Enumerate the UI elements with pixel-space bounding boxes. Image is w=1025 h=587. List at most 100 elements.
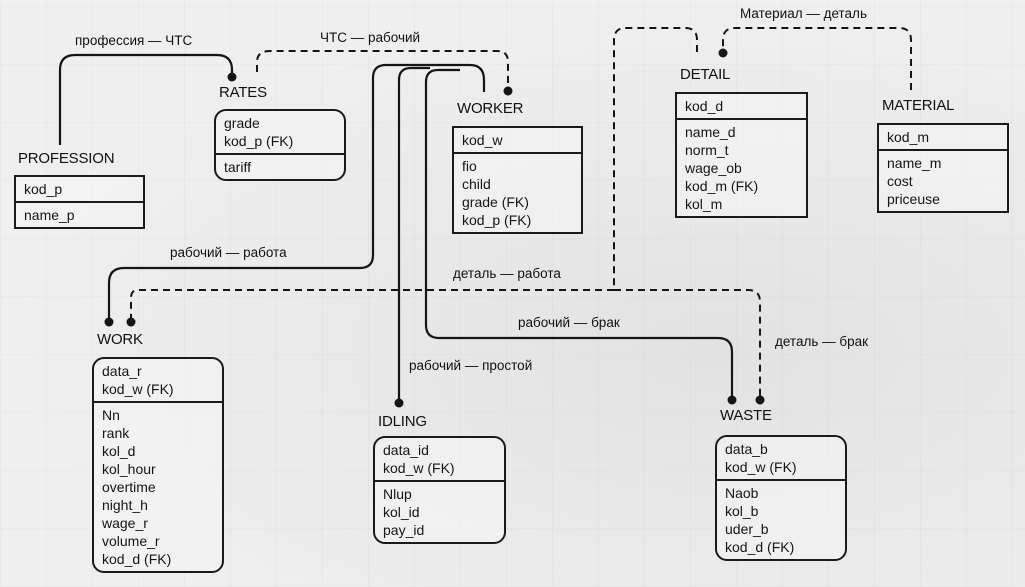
link-worker-idling (397, 66, 430, 400)
dot-detail (718, 48, 728, 58)
attribute: kod_p (FK) (224, 133, 294, 149)
label-worker-work: рабочий — работа (170, 245, 287, 260)
attribute: kol_id (383, 504, 420, 520)
entity-idling[interactable]: data_id kod_w (FK) Nlup kol_id pay_id (373, 436, 506, 544)
label-detail-waste: деталь — брак (775, 334, 869, 349)
key-section: kod_w (454, 128, 581, 152)
attribute: kod_m (887, 129, 930, 145)
attribute: kol_d (102, 443, 136, 459)
link-profession-rates (58, 53, 234, 145)
attribute: kod_d (FK) (102, 551, 172, 567)
attribute: fio (462, 158, 477, 174)
attribute-section: Naob kol_b uder_b kod_d (FK) (717, 479, 845, 559)
dot-rates (227, 72, 237, 82)
attribute: wage_r (102, 515, 148, 531)
label-worker-idling: рабочий — простой (409, 358, 533, 373)
entity-material[interactable]: kod_m name_m cost priceuse (877, 123, 1009, 213)
dot-worker (503, 86, 513, 96)
attribute: name_p (24, 207, 75, 223)
attribute: data_b (725, 441, 768, 457)
attribute: rank (102, 425, 130, 441)
link-detail-work (130, 27, 698, 320)
key-section: data_id kod_w (FK) (375, 438, 504, 480)
attribute: kod_d (FK) (725, 539, 795, 555)
entity-worker[interactable]: kod_w fio child grade (FK) kod_p (FK) (452, 126, 583, 234)
attribute: cost (887, 173, 913, 189)
attribute: child (462, 176, 491, 192)
attribute: norm_t (685, 142, 729, 158)
key-section: kod_m (879, 125, 1007, 149)
attribute-section: Nn rank kol_d kol_hour overtime night_h … (94, 401, 222, 571)
attribute: name_d (685, 124, 736, 140)
attribute: kol_m (685, 196, 723, 212)
attribute: grade (224, 115, 260, 131)
attribute: kod_d (685, 98, 724, 114)
attribute: Nlup (383, 486, 412, 502)
entity-rates[interactable]: grade kod_p (FK) tariff (214, 109, 346, 181)
attribute: Nn (102, 407, 120, 423)
label-material-detail: Материал — деталь (740, 6, 867, 21)
entity-title-work: WORK (97, 331, 143, 348)
attribute: uder_b (725, 521, 769, 537)
link-worker-work-down (107, 78, 375, 318)
attribute-section: name_d norm_t wage_ob kod_m (FK) kol_m (677, 118, 806, 216)
entity-waste[interactable]: data_b kod_w (FK) Naob kol_b uder_b kod_… (715, 435, 847, 561)
link-worker-work (371, 63, 486, 92)
attribute: grade (FK) (462, 194, 529, 210)
dot-waste-detail (755, 395, 765, 405)
label-detail-work: деталь — работа (453, 266, 561, 281)
attribute: kod_w (FK) (102, 381, 174, 397)
attribute-section: name_p (16, 201, 143, 227)
entity-profession[interactable]: kod_p name_p (14, 175, 145, 229)
link-material-detail (722, 27, 912, 90)
attribute-section: Nlup kol_id pay_id (375, 480, 504, 542)
link-detail-waste (614, 289, 761, 398)
attribute: night_h (102, 497, 148, 513)
entity-detail[interactable]: kod_d name_d norm_t wage_ob kod_m (FK) k… (675, 92, 808, 218)
entity-work[interactable]: data_r kod_w (FK) Nn rank kol_d kol_hour… (92, 357, 224, 573)
attribute: kol_hour (102, 461, 156, 477)
attribute: wage_ob (685, 160, 742, 176)
attribute-section: fio child grade (FK) kod_p (FK) (454, 152, 581, 232)
link-worker-waste (424, 68, 734, 398)
attribute: data_id (383, 442, 429, 458)
entity-title-profession: PROFESSION (18, 150, 115, 167)
key-section: data_r kod_w (FK) (94, 359, 222, 401)
entity-title-idling: IDLING (378, 413, 427, 430)
label-worker-waste: рабочий — брак (518, 315, 620, 330)
attribute: Naob (725, 485, 759, 501)
attribute: kod_w (FK) (383, 460, 455, 476)
entity-title-material: MATERIAL (882, 97, 955, 114)
attribute: kod_m (FK) (685, 178, 759, 194)
attribute: name_m (887, 155, 942, 171)
attribute: data_r (102, 363, 142, 379)
entity-title-worker: WORKER (457, 100, 524, 117)
attribute: kod_w (FK) (725, 459, 797, 475)
attribute: tariff (224, 159, 251, 175)
attribute: volume_r (102, 533, 160, 549)
attribute: kol_b (725, 503, 759, 519)
label-rates-worker: ЧТС — рабочий (320, 30, 421, 45)
attribute: kod_w (462, 132, 503, 148)
attribute: kod_p (24, 181, 63, 197)
attribute: overtime (102, 479, 156, 495)
attribute: pay_id (383, 522, 425, 538)
entity-title-rates: RATES (219, 84, 267, 101)
attribute: priceuse (887, 191, 940, 207)
attribute-section: tariff (216, 153, 344, 179)
key-section: kod_p (16, 177, 143, 201)
attribute: kod_p (FK) (462, 212, 532, 228)
key-section: grade kod_p (FK) (216, 111, 344, 153)
entity-title-waste: WASTE (720, 407, 772, 424)
dot-idling (394, 398, 404, 408)
label-profession-rates: профессия — ЧТС (75, 33, 193, 48)
key-section: data_b kod_w (FK) (717, 437, 845, 479)
dot-work-worker (104, 317, 114, 327)
entity-title-detail: DETAIL (680, 66, 731, 83)
key-section: kod_d (677, 94, 806, 118)
attribute-section: name_m cost priceuse (879, 149, 1007, 211)
dot-work-detail (126, 317, 136, 327)
link-rates-worker (256, 50, 509, 86)
dot-waste-worker (727, 395, 737, 405)
